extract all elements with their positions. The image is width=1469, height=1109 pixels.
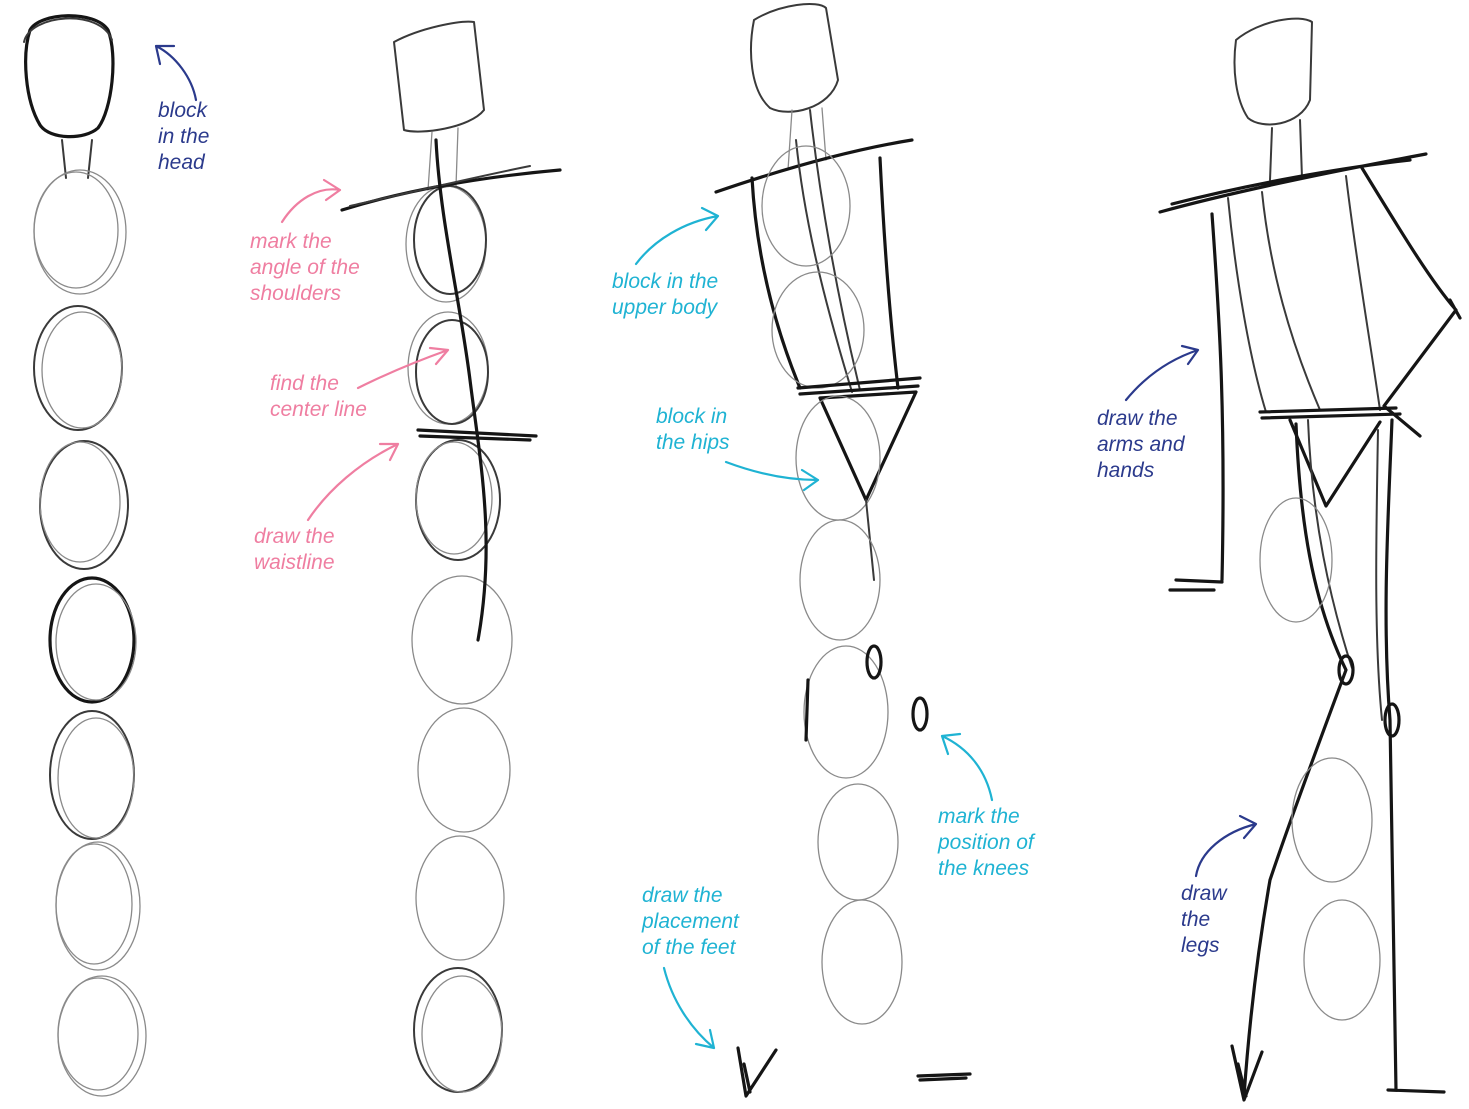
figure-2-guidelines (342, 22, 560, 1092)
left-arm (1170, 214, 1223, 590)
arrow-legs-icon (1196, 816, 1256, 876)
shoulder-angle-line (342, 170, 560, 210)
arrow-upper-body-icon (636, 208, 718, 264)
center-line (436, 140, 486, 640)
foot-mark-right (918, 1074, 970, 1080)
head-shape (26, 16, 113, 137)
arrow-knees-icon (942, 734, 992, 800)
hips-triangle (1290, 420, 1380, 506)
knee-mark-right (1385, 704, 1399, 736)
arrow-feet-icon (664, 968, 714, 1048)
foot-mark-left (738, 1048, 776, 1096)
arrow-hips-icon (726, 462, 818, 490)
label-place-feet: draw the placement of the feet (642, 883, 739, 961)
hips-triangle (820, 392, 916, 500)
head-box (1235, 19, 1313, 125)
unit-ovals (34, 170, 146, 1096)
label-draw-arms: draw the arms and hands (1097, 406, 1185, 484)
label-find-center-line: find the center line (270, 371, 367, 423)
label-mark-knees: mark the position of the knees (938, 804, 1034, 882)
arrow-shoulders-icon (282, 180, 340, 222)
shoulder-line (1160, 154, 1426, 212)
label-draw-legs: draw the legs (1181, 881, 1227, 959)
head-box (751, 4, 838, 112)
waist-line (1260, 408, 1400, 418)
arrow-center-line-icon (358, 348, 448, 388)
arrow-arms-icon (1126, 346, 1198, 400)
arrow-head-icon (156, 46, 196, 100)
torso-block (1228, 176, 1380, 412)
right-leg (1386, 420, 1444, 1092)
label-draw-waistline: draw the waistline (254, 524, 335, 576)
figure-1-head-units (24, 16, 146, 1096)
figure-3-blocking (716, 4, 970, 1096)
right-arm (1362, 168, 1460, 436)
label-mark-shoulders: mark the angle of the shoulders (250, 229, 360, 307)
arrow-waistline-icon (308, 444, 398, 520)
label-block-head: block in the head (158, 98, 209, 176)
knee-mark-right (913, 698, 927, 730)
neck-lines (428, 128, 458, 190)
label-block-upper-body: block in the upper body (612, 269, 718, 321)
label-block-hips: block in the hips (656, 404, 730, 456)
head-box (394, 22, 484, 132)
left-leg (1244, 424, 1346, 1096)
